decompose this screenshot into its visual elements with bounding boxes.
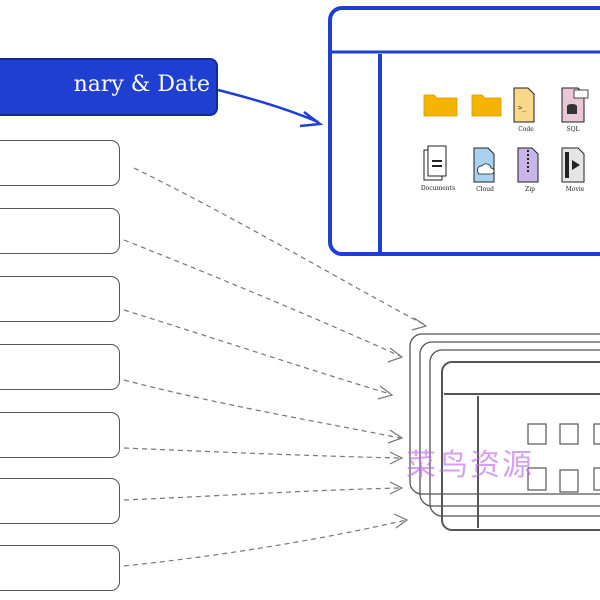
title-to-window-arrow: [217, 88, 319, 124]
folder-icon: [471, 94, 502, 117]
title-box: [0, 58, 218, 116]
movie-file-icon: [561, 147, 585, 183]
file-icon-grid: >_: [423, 87, 589, 183]
left-box-2: [0, 208, 120, 254]
stacked-windows: [409, 333, 600, 531]
zip-label: Zip: [525, 186, 535, 193]
title-box-label: nary & Date: [73, 72, 210, 97]
sql-label: SQL: [566, 126, 580, 133]
folder-icon: [423, 94, 458, 117]
left-box-5: [0, 412, 120, 458]
left-box-1: [0, 140, 120, 186]
dashed-connectors: [123, 167, 426, 567]
svg-text:>_: >_: [518, 104, 527, 112]
left-box-7: [0, 545, 120, 591]
documents-label: Documents: [420, 185, 456, 192]
connector-arrowheads: [377, 317, 428, 529]
zip-file-icon: [517, 147, 539, 183]
left-box-6: [0, 478, 120, 524]
movie-label: Movie: [565, 186, 585, 193]
left-box-4: [0, 344, 120, 390]
sql-file-icon: [561, 87, 589, 123]
watermark: 菜鸟资源: [406, 448, 534, 483]
documents-file-icon: [423, 145, 447, 181]
code-label: Code: [518, 126, 534, 133]
file-browser-window: [328, 6, 600, 256]
left-box-3: [0, 276, 120, 322]
cloud-label: Cloud: [476, 186, 494, 193]
code-file-icon: >_: [513, 87, 535, 123]
cloud-file-icon: [473, 147, 495, 183]
